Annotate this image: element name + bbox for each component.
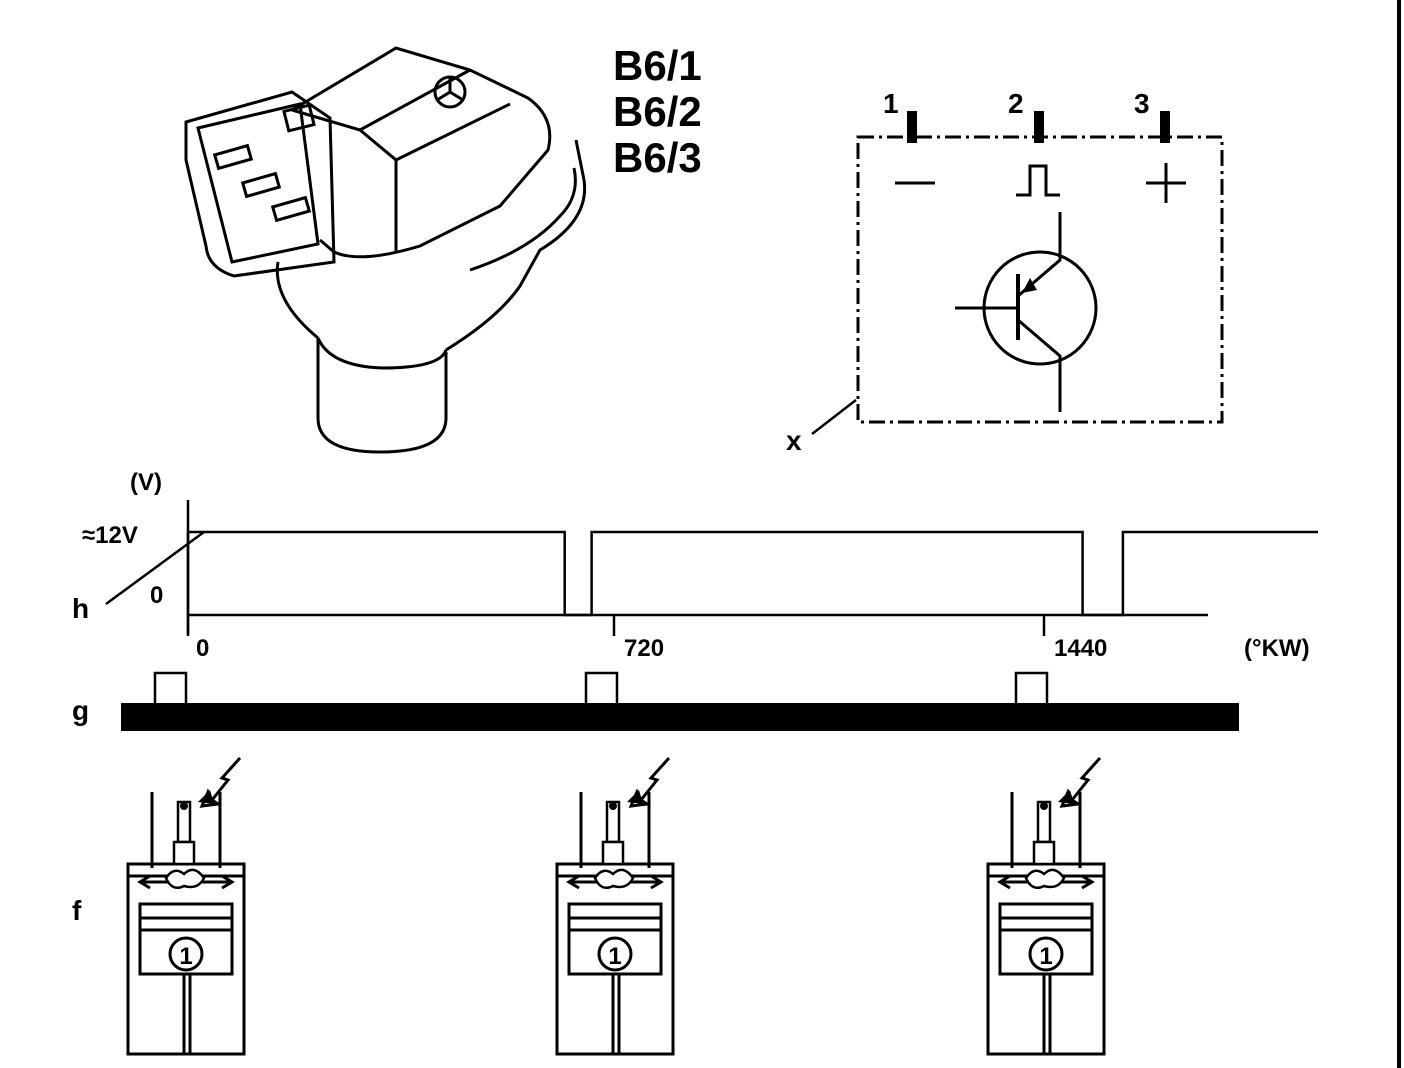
sensor-shaft	[316, 338, 448, 454]
sensor-housing	[291, 46, 552, 259]
trigger-tab	[584, 671, 619, 707]
sensor-flange-lower	[469, 167, 577, 272]
piston	[567, 902, 663, 976]
piston	[138, 902, 234, 976]
exhaust-arrow-icon	[202, 874, 235, 890]
signal-chart: 0 720 1440	[186, 500, 1318, 662]
combustion-flame-icon	[164, 868, 206, 889]
cylinder-number: 1	[608, 943, 621, 970]
trigger-ring-bar	[121, 703, 1239, 731]
sensor-schematic: 1 2 3	[856, 88, 1224, 424]
pin-terminal	[1160, 111, 1170, 143]
pulse-icon	[1016, 164, 1060, 197]
connector-pin-slot	[240, 171, 282, 199]
intake-arrow-icon	[566, 874, 597, 890]
signal-series-line	[186, 530, 1318, 617]
x-axis-unit: (°KW)	[1244, 635, 1310, 662]
connector-face	[196, 102, 320, 264]
trigger-ring	[121, 671, 1239, 731]
cylinder-number: 1	[179, 943, 192, 970]
cylinder-diagram: 1	[126, 756, 246, 1056]
cylinder-number-circle	[1028, 936, 1064, 972]
connector-latch	[282, 103, 316, 133]
x-tick-label: 720	[624, 635, 664, 662]
connector-body	[184, 90, 336, 278]
x-tick-label: 1440	[1054, 635, 1107, 662]
pin-number: 1	[883, 88, 899, 119]
y-axis-unit: (V)	[130, 469, 162, 496]
exhaust-arrow-icon	[1062, 874, 1095, 890]
sensor-flange	[275, 139, 587, 352]
callout-x: x	[786, 425, 802, 456]
trigger-tab	[153, 671, 188, 707]
sensor-housing-top	[359, 68, 511, 162]
sensor-shaft-rim	[316, 337, 448, 370]
trigger-tab	[1014, 671, 1049, 707]
pin-terminal	[907, 111, 917, 143]
callout-f: f	[72, 895, 82, 926]
pin-number: 3	[1134, 88, 1150, 119]
component-id: B6/1	[613, 42, 702, 89]
plus-icon	[1146, 163, 1186, 203]
cylinder-number-circle	[597, 936, 633, 972]
pin-terminal	[1034, 111, 1044, 143]
x-tick-label: 0	[196, 635, 209, 662]
pin-number: 2	[1008, 88, 1024, 119]
y-tick-high: ≈12V	[82, 522, 138, 549]
component-id: B6/2	[613, 88, 702, 135]
cylinder-number-circle	[168, 936, 204, 972]
cylinder-number: 1	[1039, 943, 1052, 970]
callout-h: h	[72, 593, 89, 624]
y-tick-zero: 0	[150, 582, 163, 609]
exhaust-arrow-icon	[631, 874, 664, 890]
cylinder-diagram: 1	[555, 756, 675, 1056]
cylinder-diagram: 1	[986, 756, 1106, 1056]
sensor-illustration	[184, 46, 587, 454]
intake-arrow-icon	[137, 874, 168, 890]
callout-g: g	[72, 695, 89, 726]
connector-pin-slot	[270, 195, 312, 223]
piston	[998, 902, 1094, 976]
intake-arrow-icon	[997, 874, 1028, 890]
connector-pin-slot	[212, 143, 254, 171]
component-id: B6/3	[613, 134, 702, 181]
combustion-flame-icon	[1024, 868, 1066, 889]
sensor-housing-edge	[291, 108, 398, 252]
emitter-arrow-icon	[1022, 278, 1037, 293]
combustion-flame-icon	[593, 868, 635, 889]
